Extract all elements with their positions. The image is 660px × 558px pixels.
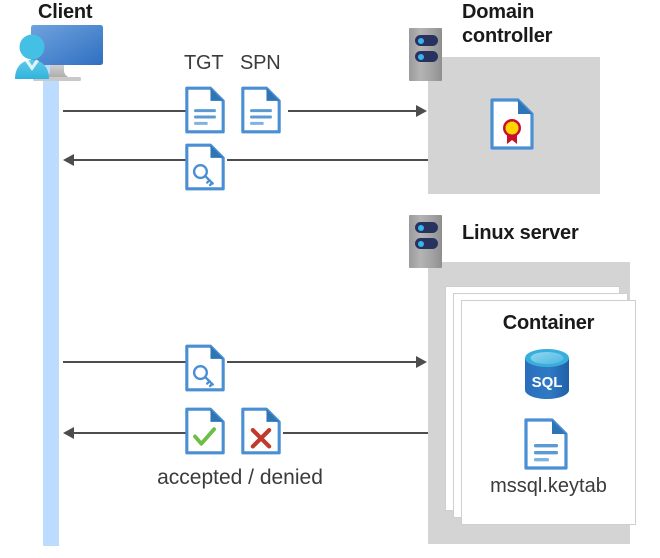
container-card-front: [461, 300, 636, 525]
keytab-document-icon: [524, 418, 568, 470]
flow-tgt-spn-request-arrowhead: [416, 105, 427, 117]
flow-service-ticket-presented-arrowhead: [416, 356, 427, 368]
domain-controller-title-line1: Domain: [462, 1, 535, 23]
spn-document-icon: [241, 85, 281, 135]
flow-service-ticket-response-line-left: [74, 159, 186, 161]
flow-service-ticket-response-arrowhead: [63, 154, 74, 166]
domain-controller-server-rack-icon: [409, 28, 442, 81]
accepted-check-document-icon: [185, 406, 225, 456]
denied-cross-document-icon: [241, 406, 281, 456]
presented-ticket-key-document-icon: [185, 343, 225, 393]
flow-service-ticket-response-line-right: [227, 159, 428, 161]
domain-controller-title-line2: controller: [462, 25, 553, 47]
tgt-label: TGT: [184, 52, 224, 74]
client-lifeline: [43, 62, 59, 546]
client-title: Client: [38, 1, 93, 23]
linux-server-title: Linux server: [462, 222, 579, 244]
flow-tgt-spn-request-line-right: [288, 110, 416, 112]
certificate-document-icon: [490, 98, 534, 150]
flow-tgt-spn-request-line-left: [63, 110, 186, 112]
keytab-label: mssql.keytab: [490, 475, 607, 497]
flow-accepted-denied-arrowhead: [63, 427, 74, 439]
flow-service-ticket-presented-line-right: [227, 361, 416, 363]
container-title: Container: [502, 312, 595, 334]
flow-accepted-denied-line-left: [74, 432, 186, 434]
sql-database-icon: SQL: [521, 347, 573, 401]
spn-label: SPN: [240, 52, 281, 74]
svg-text:SQL: SQL: [532, 374, 563, 391]
client-user-monitor-icon: [6, 21, 106, 86]
accepted-denied-caption: accepted / denied: [157, 466, 323, 489]
flow-accepted-denied-line-right: [283, 432, 428, 434]
service-ticket-key-document-icon: [185, 142, 225, 192]
tgt-document-icon: [185, 85, 225, 135]
flow-service-ticket-presented-line-left: [63, 361, 186, 363]
linux-server-server-rack-icon: [409, 215, 442, 268]
